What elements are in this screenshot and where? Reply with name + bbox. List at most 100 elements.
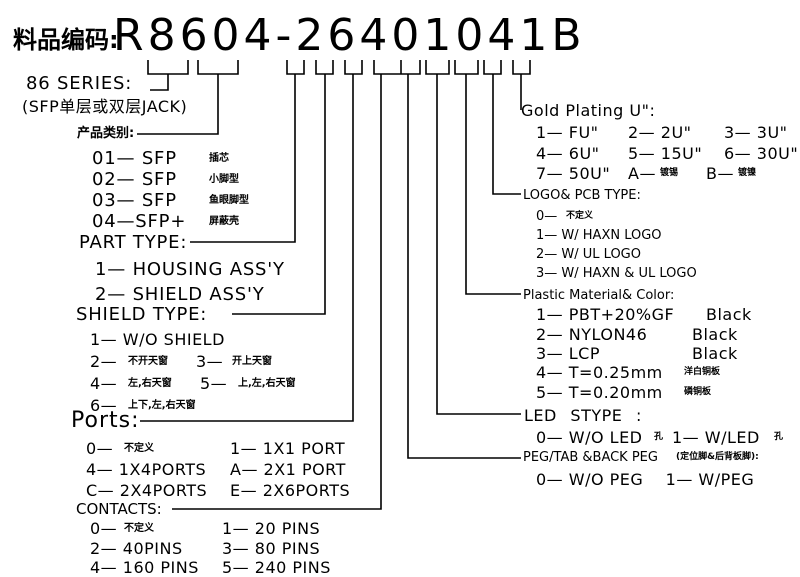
leader-series	[150, 74, 169, 91]
gold-item: 7— 50U"	[536, 164, 611, 183]
led-item: 0— W/O LED	[536, 428, 643, 447]
plastic-item-note: 洋白铜板	[684, 367, 721, 377]
bracket-logo	[483, 60, 502, 75]
contacts-item: 0—	[90, 519, 118, 538]
led-item-note: 孔	[774, 432, 784, 442]
logo-item: 1— W/ HAXN LOGO	[536, 228, 662, 243]
plastic-color: Black	[692, 344, 738, 363]
shield-item-note: 开上天窗	[232, 356, 272, 367]
shield-type-title: SHIELD TYPE:	[76, 304, 208, 325]
gold-item: A—	[628, 164, 656, 183]
series-title: 86 SERIES:	[26, 73, 133, 94]
gold-item: 6— 30U"	[724, 144, 799, 163]
product-item-code: 01— SFP	[92, 148, 177, 169]
led-item-note: 孔	[654, 432, 664, 442]
bracket-shield	[315, 60, 334, 75]
ports-item: 4— 1X4PORTS	[86, 460, 207, 479]
leader-contacts	[172, 74, 382, 510]
peg-title-note: (定位脚&后背板脚):	[676, 452, 759, 462]
product-item-note: 鱼眼脚型	[209, 195, 249, 206]
gold-item: 1— FU"	[536, 123, 599, 142]
code-label: 料品编码:	[13, 26, 119, 54]
peg-items: 0— W/O PEG 1— W/PEG	[536, 470, 755, 489]
led-title: LED STYPE :	[524, 406, 642, 425]
ports-item: 0—	[86, 439, 114, 458]
ports-item: C— 2X4PORTS	[86, 481, 208, 500]
shield-item: 3—	[196, 352, 224, 371]
leader-part	[190, 74, 296, 243]
gold-item-note: 镀锡	[660, 168, 679, 178]
contacts-item: 3— 80 PINS	[222, 539, 321, 558]
shield-item: 1— W/O SHIELD	[90, 330, 225, 349]
product-item-note: 屏蔽壳	[209, 216, 239, 227]
shield-item: 6—	[90, 396, 118, 415]
leader-ports	[140, 74, 354, 422]
gold-item: B—	[706, 164, 734, 183]
plastic-item: 2— NYLON46	[536, 325, 648, 344]
shield-item-note: 上下,左,右天窗	[128, 400, 196, 411]
bracket-series	[147, 60, 189, 75]
gold-item-note: 镀镍	[738, 168, 757, 178]
product-item-code: 03— SFP	[92, 190, 177, 211]
bracket-ports	[344, 60, 363, 75]
shield-item-note: 上,左,右天窗	[238, 378, 296, 389]
shield-item-note: 不开天窗	[128, 356, 168, 367]
leader-plastic	[465, 74, 521, 295]
plastic-color: Black	[692, 325, 738, 344]
plastic-title: Plastic Material& Color:	[523, 288, 675, 303]
bracket-gold	[512, 60, 531, 75]
contacts-item: 1— 20 PINS	[222, 519, 321, 538]
gold-item: 3— 3U"	[724, 123, 788, 142]
logo-item: 3— W/ HAXN & UL LOGO	[536, 266, 697, 281]
led-item: 1— W/LED	[672, 428, 760, 447]
part-type-item: 1— HOUSING ASS'Y	[95, 259, 285, 280]
contacts-item-note: 不定义	[124, 523, 154, 534]
shield-item: 4—	[90, 374, 118, 393]
gold-item: 5— 15U"	[628, 144, 703, 163]
product-item-code: 04—SFP+	[92, 211, 187, 232]
product-item-note: 小脚型	[209, 174, 239, 185]
contacts-item: 4— 160 PINS	[90, 558, 199, 577]
ports-item: A— 2X1 PORT	[230, 460, 346, 479]
bracket-contacts	[373, 60, 421, 75]
logo-item-note: 不定义	[566, 211, 594, 221]
leader-logo	[492, 74, 521, 195]
product-item-note: 插芯	[209, 153, 229, 164]
logo-item: 0—	[536, 209, 558, 224]
shield-item: 5—	[200, 374, 228, 393]
product-item-code: 02— SFP	[92, 169, 177, 190]
bracket-product	[197, 60, 239, 75]
peg-title: PEG/TAB &BACK PEG	[523, 450, 658, 465]
gold-item: 2— 2U"	[628, 123, 692, 142]
plastic-item: 4— T=0.25mm	[536, 363, 663, 382]
leader-peg	[407, 74, 521, 459]
logo-pcb-title: LOGO& PCB TYPE:	[523, 188, 641, 203]
shield-item-note: 左,右天窗	[128, 378, 172, 389]
plastic-color: Black	[706, 305, 752, 324]
product-type-title: 产品类别:	[77, 126, 135, 141]
gold-item: 4— 6U"	[536, 144, 600, 163]
plastic-item-note: 磷铜板	[684, 387, 712, 397]
part-type-item: 2— SHIELD ASS'Y	[95, 284, 265, 305]
bracket-plastic	[454, 60, 479, 75]
leader-product	[137, 74, 219, 135]
bracket-part	[286, 60, 305, 75]
contacts-item: 2— 40PINS	[90, 539, 183, 558]
gold-plating-title: Gold Plating U":	[521, 101, 656, 120]
plastic-item: 1— PBT+20%GF	[536, 305, 675, 324]
plastic-item: 5— T=0.20mm	[536, 383, 663, 402]
contacts-item: 5— 240 PINS	[222, 558, 331, 577]
bracket-led	[425, 60, 450, 75]
ports-item-note: 不定义	[124, 443, 154, 454]
ports-title: Ports:	[71, 408, 140, 433]
leader-led	[436, 74, 521, 415]
part-code: R8604-26401041B	[113, 10, 586, 61]
ports-item: E— 2X6PORTS	[230, 481, 351, 500]
ports-item: 1— 1X1 PORT	[230, 439, 346, 458]
series-subtitle: (SFP单层或双层JACK)	[22, 97, 188, 116]
plastic-item: 3— LCP	[536, 344, 600, 363]
logo-item: 2— W/ UL LOGO	[536, 247, 641, 262]
leader-shield	[232, 74, 326, 315]
